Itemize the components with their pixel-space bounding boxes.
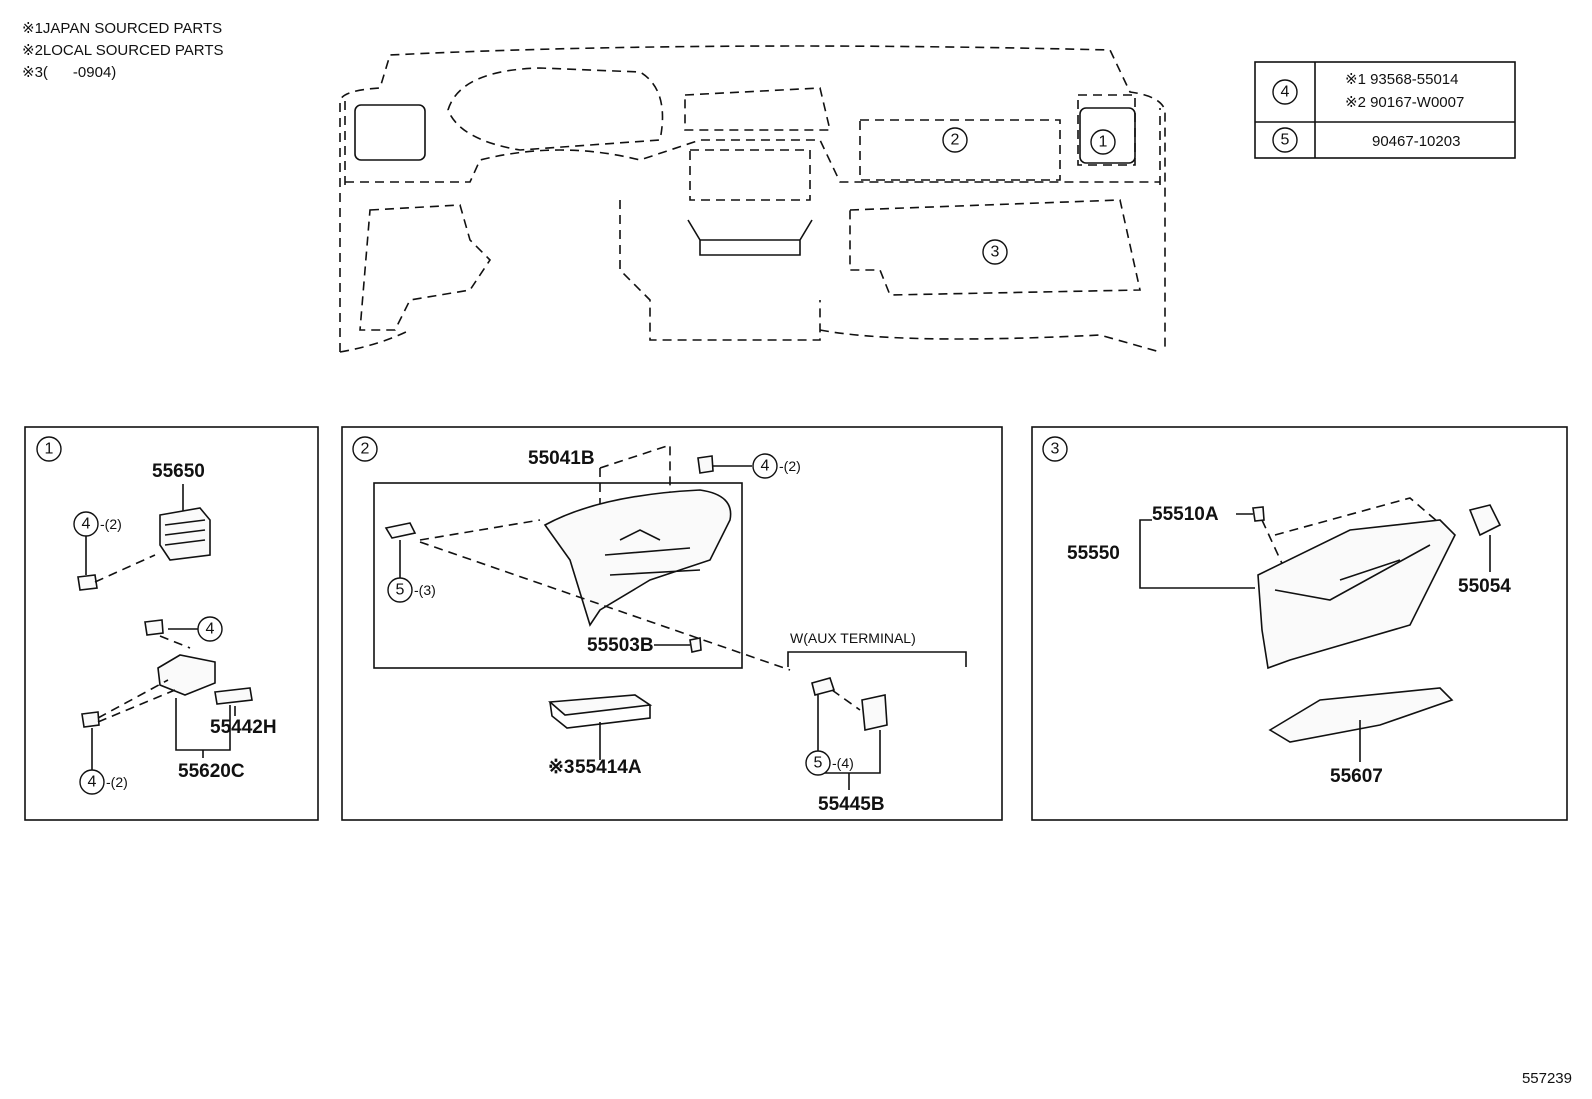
diagram-id: 557239 [1521, 1070, 1572, 1087]
svg-text:-(2): -(2) [106, 774, 128, 790]
part-55650: 55650 [152, 461, 205, 482]
part-55442h-icon [214, 687, 253, 705]
clip-callout-5-aux: 5 -(4) [805, 750, 854, 776]
svg-text:-(4): -(4) [832, 755, 854, 771]
part-55607: 55607 [1330, 766, 1383, 787]
bolt-icon [81, 711, 100, 728]
bolt-callout-4a: 4 -(2) [73, 511, 122, 537]
panel-1: 1 55650 4 -(2) 4 55442H 55620C 4 -(2) [24, 426, 319, 821]
panel-2: 2 55041B 4 -(2) 5 -(3) 55503B ※3 55414A … [341, 426, 1003, 821]
part-55620C: 55620C [178, 761, 245, 782]
part-55054: 55054 [1458, 576, 1511, 597]
overview-callout-1: 1 [1090, 129, 1116, 155]
part-55414A-marker: ※3 [548, 757, 575, 778]
overview-callout-2: 2 [942, 127, 968, 153]
svg-text:2: 2 [361, 441, 370, 458]
svg-text:5: 5 [396, 582, 405, 599]
svg-text:5: 5 [1281, 132, 1290, 149]
note-1: ※1JAPAN SOURCED PARTS [22, 20, 223, 37]
part-55550: 55550 [1067, 543, 1120, 564]
svg-text:3: 3 [991, 244, 1000, 261]
part-55510A: 55510A [1152, 504, 1219, 525]
svg-text:1: 1 [1099, 134, 1108, 151]
svg-text:4: 4 [1281, 84, 1290, 101]
svg-text:-(2): -(2) [100, 516, 122, 532]
clip-icon [1252, 506, 1265, 522]
part-55414A: 55414A [575, 757, 642, 778]
svg-text:4: 4 [88, 774, 97, 791]
glove-box-part [1257, 519, 1456, 670]
svg-text:※2 90167-W0007: ※2 90167-W0007 [1345, 94, 1464, 111]
part-55041B: 55041B [528, 448, 595, 469]
bolt-icon [77, 574, 98, 591]
clip-callout-5-left: 5 -(3) [387, 577, 436, 603]
svg-text:5: 5 [814, 755, 823, 772]
clip-icon [811, 677, 836, 696]
glove-door-part [543, 489, 732, 627]
note-2: ※2LOCAL SOURCED PARTS [22, 42, 224, 59]
svg-text:1: 1 [45, 441, 54, 458]
overview-callout-3: 3 [982, 239, 1008, 265]
aux-terminal-label: W(AUX TERMINAL) [790, 630, 916, 646]
dashboard-overview: 2 1 3 [339, 45, 1166, 353]
svg-text:2: 2 [951, 132, 960, 149]
holder-part [157, 654, 216, 696]
bolt-icon [697, 455, 714, 474]
panel-3: 3 55510A 55550 55054 55607 [1031, 426, 1568, 821]
svg-text:90467-10203: 90467-10203 [1372, 133, 1460, 150]
bolt-callout-4-top: 4 -(2) [752, 453, 801, 479]
part-55607-icon [1268, 687, 1454, 743]
svg-text:4: 4 [761, 458, 770, 475]
notes-legend: ※1JAPAN SOURCED PARTS ※2LOCAL SOURCED PA… [22, 18, 224, 84]
svg-text:4: 4 [82, 516, 91, 533]
svg-text:4: 4 [206, 621, 215, 638]
parts-table: 4 ※1 93568-55014 ※2 90167-W0007 5 90467-… [1254, 61, 1516, 159]
table-row-4: 4 ※1 93568-55014 ※2 90167-W0007 [1272, 71, 1464, 111]
note-3: ※3( -0904) [22, 64, 117, 81]
svg-text:-(2): -(2) [779, 458, 801, 474]
bolt-icon [144, 619, 164, 636]
part-55503B: 55503B [587, 635, 654, 656]
bolt-callout-4b: 4 -(2) [79, 769, 128, 795]
part-55414a-icon [548, 694, 653, 716]
clip-icon [384, 522, 417, 539]
part-55445B: 55445B [818, 794, 885, 815]
svg-text:-(3): -(3) [414, 582, 436, 598]
clip-icon [689, 637, 702, 653]
svg-text:※1 93568-55014: ※1 93568-55014 [1345, 71, 1459, 88]
table-row-5: 5 90467-10203 [1272, 127, 1460, 153]
svg-text:3: 3 [1051, 441, 1060, 458]
aux-terminal-part [861, 694, 888, 731]
part-55054-icon [1468, 504, 1502, 537]
part-55442H: 55442H [210, 717, 277, 738]
